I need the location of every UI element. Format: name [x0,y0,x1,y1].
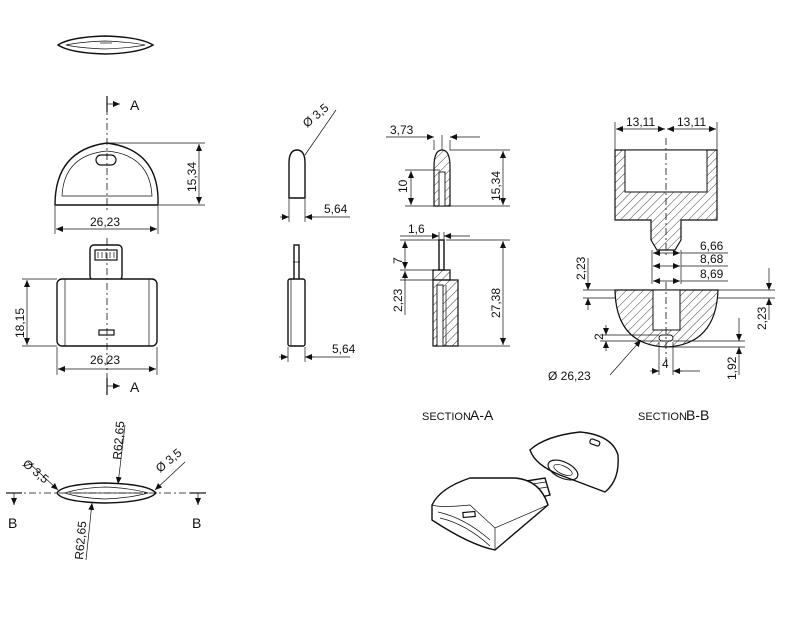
dim-sa-lower: 2,23 [391,288,405,312]
dim-bottom-radius-bottom: R62,65 [72,520,89,560]
isometric-view [431,431,619,551]
section-a-dims-top: 3,73 10 15,34 [386,123,510,207]
dim-sb-diameter: Ø 26,23 [548,369,591,383]
dim-sa-pin-width: 1,6 [408,222,425,236]
section-b-marker-left: B [6,492,22,531]
dim-side-top-label: 5,64 [324,202,348,216]
dim-top-height-label: 15,34 [185,162,199,192]
dim-top-width: 26,23 [54,206,159,234]
dim-side-bottom: 5,64 [279,342,356,362]
adapter-front-view [56,238,158,380]
dim-front-height: 18,15 [13,278,57,347]
dim-sb-right-223: 2,23 [755,306,769,330]
dim-sb-left-223: 2,23 [574,256,588,280]
caption-section-a: SECTION A-A [422,407,494,423]
dim-front-height-label: 18,15 [13,308,27,338]
dim-front-width-label: 26,23 [90,353,120,367]
caption-section-b-letter: B-B [686,407,709,423]
dim-sb-w2: 8,68 [700,252,724,266]
slim-top-view [56,35,155,55]
dim-sb-w1: 6,66 [700,239,724,253]
section-a-label-bottom: A [130,379,140,395]
dim-sb-half-right: 13,11 [677,115,706,129]
caption-section-b: SECTION B-B [638,407,709,423]
cap-side-view [288,109,337,199]
section-b-dims-bottom: 2,23 2,23 2 4 1,92 Ø 26,23 [548,256,775,383]
dim-sb-2: 2 [592,333,606,340]
bottom-slim-view [14,482,200,504]
section-a-label-top: A [130,97,140,113]
caption-section-a-letter: A-A [470,407,494,423]
adapter-side-view [287,244,306,347]
dim-side-top: 5,64 [280,199,350,222]
dim-top-width-label: 26,23 [90,215,120,229]
dim-sb-w3: 8,69 [700,267,724,281]
section-b-adapter [614,138,718,258]
dim-side-bottom-label: 5,64 [332,342,356,356]
dim-bottom-radius-top: R62,65 [110,420,127,460]
dim-top-height: 15,34 [108,142,205,206]
dim-side-diameter: Ø 3,5 [300,100,332,130]
dim-sa-total: 27,38 [489,288,503,318]
dim-sb-half-left: 13,11 [626,115,655,129]
section-b-dims-top: 13,11 13,11 6,66 8,68 8,69 [614,115,728,284]
section-b-label-right: B [192,515,201,531]
section-a-marker-top: A [106,96,140,113]
section-b-label-left: B [8,515,17,531]
cap-top-view [54,108,159,212]
caption-section-a-word: SECTION [422,411,471,423]
dim-sa-depth: 10 [396,179,410,193]
dim-sa-width: 3,73 [390,123,414,137]
section-a-adapter [432,239,459,347]
dim-sa-height: 15,34 [489,171,503,201]
dim-front-width: 26,23 [56,347,158,375]
dim-bottom-dia-left: Ø 3,5 [20,457,52,487]
dim-sb-4: 4 [662,357,669,371]
caption-section-b-word: SECTION [638,411,687,423]
dim-bottom-dia-right: Ø 3,5 [153,445,185,475]
section-b-marker-right: B [190,492,206,531]
section-a-dims-bottom: 1,6 7 2,23 27,38 [391,222,510,347]
dim-sa-7: 7 [391,257,405,264]
section-b-cap [614,282,719,360]
section-a-cap [433,135,451,207]
section-a-marker-bottom: A [106,378,140,395]
dim-sb-192: 1,92 [725,356,739,380]
